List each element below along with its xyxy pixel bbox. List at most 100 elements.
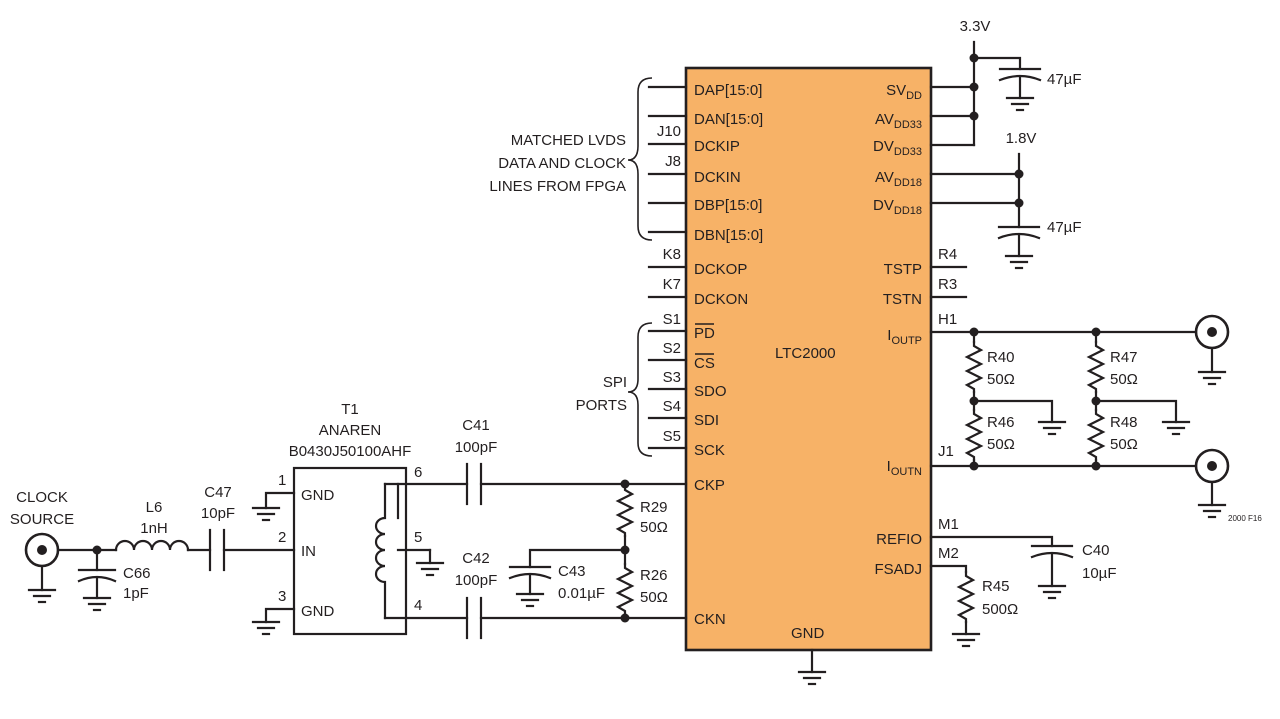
decoupling-cap-1-value: 47µF bbox=[1047, 71, 1082, 88]
pin-label-pd: PD bbox=[694, 325, 715, 342]
t1-maker: ANAREN bbox=[319, 422, 382, 439]
r29-ref: R29 bbox=[640, 499, 668, 516]
test-pin-stubs: R4 R3 bbox=[929, 246, 968, 299]
c43-ref: C43 bbox=[558, 563, 586, 580]
chip-gnd-pin: GND bbox=[791, 625, 825, 642]
t1-pin-3: 3 bbox=[278, 588, 286, 605]
c42-ref: C42 bbox=[462, 550, 490, 567]
r45-value: 500Ω bbox=[982, 601, 1018, 618]
net-label-m2: M2 bbox=[938, 545, 959, 562]
chip-body bbox=[684, 66, 933, 652]
pin-label-dvdd33: DVDD33 bbox=[873, 138, 922, 158]
chip-name: LTC2000 bbox=[775, 345, 836, 362]
pin-label-ioutn: IOUTN bbox=[887, 458, 922, 478]
r48-value: 50Ω bbox=[1110, 436, 1138, 453]
pin-label-ckn: CKN bbox=[694, 611, 726, 628]
pin-label-avdd33: AVDD33 bbox=[875, 111, 922, 131]
c43-value: 0.01µF bbox=[558, 585, 605, 602]
c41-value: 100pF bbox=[455, 439, 498, 456]
spi-line-1: SPI bbox=[603, 374, 627, 391]
net-label-s4: S4 bbox=[663, 398, 681, 415]
t1-pin-5: 5 bbox=[414, 529, 422, 546]
net-label-s3: S3 bbox=[663, 369, 681, 386]
coax-output-n-icon bbox=[1194, 448, 1230, 484]
pin-label-avdd18: AVDD18 bbox=[875, 169, 922, 189]
r26-ref: R26 bbox=[640, 567, 668, 584]
r46-value: 50Ω bbox=[987, 436, 1015, 453]
t1-ref: T1 bbox=[341, 401, 359, 418]
pin-label-cs: CS bbox=[694, 355, 715, 372]
r46-ref: R46 bbox=[987, 414, 1015, 431]
source-line-1: CLOCK bbox=[16, 489, 68, 506]
rail-3v3-label: 3.3V bbox=[960, 18, 991, 35]
lvds-brace bbox=[627, 77, 653, 241]
coax-output-p-icon bbox=[1194, 314, 1230, 350]
net-label-k8: K8 bbox=[663, 246, 681, 263]
c40-value: 10µF bbox=[1082, 565, 1117, 582]
pin-label-dckin: DCKIN bbox=[694, 169, 741, 186]
c41-ref: C41 bbox=[462, 417, 490, 434]
pin-label-dbn: DBN[15:0] bbox=[694, 227, 763, 244]
r45-ref: R45 bbox=[982, 578, 1010, 595]
reference-network: M1 M2 C40 10µF R45 500Ω bbox=[929, 516, 1117, 648]
pin-label-dvdd18: DVDD18 bbox=[873, 197, 922, 217]
t1-pin-6: 6 bbox=[414, 464, 422, 481]
left-pin-labels: DAP[15:0] DAN[15:0] DCKIP DCKIN DBP[15:0… bbox=[694, 82, 763, 628]
output-network: H1 J1 R40 50Ω R46 50Ω R47 50Ω R48 50Ω bbox=[929, 311, 1262, 523]
lvds-line-2: DATA AND CLOCK bbox=[498, 155, 626, 172]
pin-label-dckon: DCKON bbox=[694, 291, 748, 308]
pin-label-dckip: DCKIP bbox=[694, 138, 740, 155]
pin-label-dckop: DCKOP bbox=[694, 261, 747, 278]
decoupling-cap-2-value: 47µF bbox=[1047, 219, 1082, 236]
figure-id: 2000 F16 bbox=[1228, 514, 1262, 523]
pin-label-sck: SCK bbox=[694, 442, 725, 459]
transformer-t1: T1 ANAREN B0430J50100AHF GND IN GND 1 2 … bbox=[251, 401, 469, 636]
lvds-line-3: LINES FROM FPGA bbox=[489, 178, 626, 195]
chip-ground bbox=[797, 648, 827, 686]
t1-pin-in: IN bbox=[301, 543, 316, 560]
net-label-r3: R3 bbox=[938, 276, 957, 293]
spi-line-2: PORTS bbox=[576, 397, 627, 414]
pin-label-ioutp: IOUTP bbox=[887, 327, 922, 347]
pin-label-fsadj: FSADJ bbox=[874, 561, 922, 578]
net-label-s2: S2 bbox=[663, 340, 681, 357]
pin-label-tstp: TSTP bbox=[884, 261, 922, 278]
t1-pin-1: 1 bbox=[278, 472, 286, 489]
net-label-j8: J8 bbox=[665, 153, 681, 170]
net-label-s5: S5 bbox=[663, 428, 681, 445]
r47-value: 50Ω bbox=[1110, 371, 1138, 388]
lvds-line-1: MATCHED LVDS bbox=[511, 132, 626, 149]
c47-ref: C47 bbox=[204, 484, 232, 501]
r40-value: 50Ω bbox=[987, 371, 1015, 388]
clock-input-network: CLOCK SOURCE C66 1pF L6 1nH C47 10pF bbox=[10, 484, 296, 612]
left-net-labels: J10 J8 K8 K7 S1 S2 S3 S4 S5 bbox=[657, 123, 681, 445]
c40-ref: C40 bbox=[1082, 542, 1110, 559]
net-label-m1: M1 bbox=[938, 516, 959, 533]
clock-source-coax-icon bbox=[24, 532, 60, 568]
r26-value: 50Ω bbox=[640, 589, 668, 606]
c66-ref: C66 bbox=[123, 565, 151, 582]
left-pin-stubs bbox=[647, 85, 688, 450]
l6-value: 1nH bbox=[140, 520, 168, 537]
spi-group-label: SPI PORTS bbox=[576, 374, 627, 414]
net-label-j10: J10 bbox=[657, 123, 681, 140]
r48-ref: R48 bbox=[1110, 414, 1138, 431]
pin-label-dan: DAN[15:0] bbox=[694, 111, 763, 128]
rail-1v8-label: 1.8V bbox=[1006, 130, 1037, 147]
c66-value: 1pF bbox=[123, 585, 149, 602]
ltc2000-chip: LTC2000 GND DAP[15:0] DAN[15:0] DCKIP DC… bbox=[684, 66, 933, 652]
source-line-2: SOURCE bbox=[10, 511, 74, 528]
net-label-j1: J1 bbox=[938, 443, 954, 460]
net-label-s1: S1 bbox=[663, 311, 681, 328]
pin-label-sdi: SDI bbox=[694, 412, 719, 429]
lvds-group-label: MATCHED LVDS DATA AND CLOCK LINES FROM F… bbox=[489, 132, 626, 195]
l6-ref: L6 bbox=[146, 499, 163, 516]
net-label-h1: H1 bbox=[938, 311, 957, 328]
clock-differential-network: C41 100pF C42 100pF R29 50Ω R26 50Ω C43 … bbox=[455, 417, 688, 640]
c47-value: 10pF bbox=[201, 505, 235, 522]
t1-pin-gnd-top: GND bbox=[301, 487, 335, 504]
net-label-k7: K7 bbox=[663, 276, 681, 293]
pin-label-sdo: SDO bbox=[694, 383, 727, 400]
pin-label-dbp: DBP[15:0] bbox=[694, 197, 762, 214]
